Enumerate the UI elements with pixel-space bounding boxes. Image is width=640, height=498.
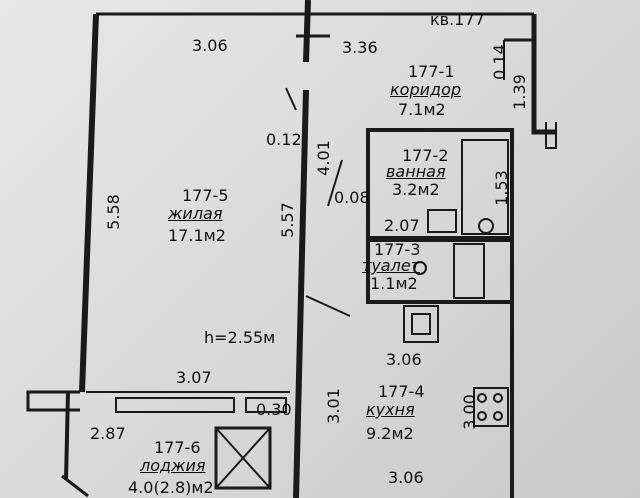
- dim-kitchen-height: 3.01: [323, 388, 343, 424]
- room-area-kitchen: 9.2м2: [366, 424, 414, 443]
- room-name-corridor: коридор: [390, 80, 462, 99]
- room-area-corridor: 7.1м2: [398, 100, 446, 119]
- dim-bath-wall: 0.08: [334, 188, 370, 207]
- room-area-loggia: 4.0(2.8)м2: [128, 478, 214, 497]
- room-code-loggia: 177-6: [154, 438, 201, 457]
- room-name-kitchen: кухня: [366, 400, 415, 419]
- room-code-bathroom: 177-2: [402, 146, 449, 165]
- dim-living-top: 3.06: [192, 36, 228, 55]
- room-code-corridor: 177-1: [408, 62, 455, 81]
- dim-corridor-depth: 4.01: [313, 140, 333, 176]
- dim-corridor-top: 3.36: [342, 38, 378, 57]
- dim-living-height: 5.58: [103, 194, 123, 230]
- room-area-toilet: 1.1м2: [370, 274, 418, 293]
- dim-niche-width: 0.14: [489, 44, 509, 80]
- room-code-living: 177-5: [182, 186, 229, 205]
- room-name-loggia: лоджия: [140, 456, 206, 475]
- dim-kitchen-top: 3.06: [386, 350, 422, 369]
- room-name-bathroom: ванная: [386, 162, 446, 181]
- room-name-toilet: туалет: [362, 256, 420, 275]
- dim-living-inner: 5.57: [277, 202, 297, 238]
- room-area-living: 17.1м2: [168, 226, 226, 245]
- room-name-living: жилая: [168, 204, 223, 223]
- dim-niche-height: 1.39: [509, 74, 529, 110]
- room-code-toilet: 177-3: [374, 240, 421, 259]
- dim-bath-depth: 1.53: [491, 170, 511, 206]
- apartment-label: кв.177: [430, 10, 485, 29]
- dim-wall-b: 0.30: [256, 400, 292, 419]
- dim-wall-a: 0.12: [266, 130, 302, 149]
- dim-living-bottom: 3.07: [176, 368, 212, 387]
- dim-kitchen-side: 3.00: [459, 394, 479, 430]
- dim-loggia-height: 2.87: [90, 424, 126, 443]
- ceiling-height: h=2.55м: [204, 328, 276, 347]
- dim-bath-width: 2.07: [384, 216, 420, 235]
- room-code-kitchen: 177-4: [378, 382, 425, 401]
- room-area-bathroom: 3.2м2: [392, 180, 440, 199]
- dim-kitchen-bottom: 3.06: [388, 468, 424, 487]
